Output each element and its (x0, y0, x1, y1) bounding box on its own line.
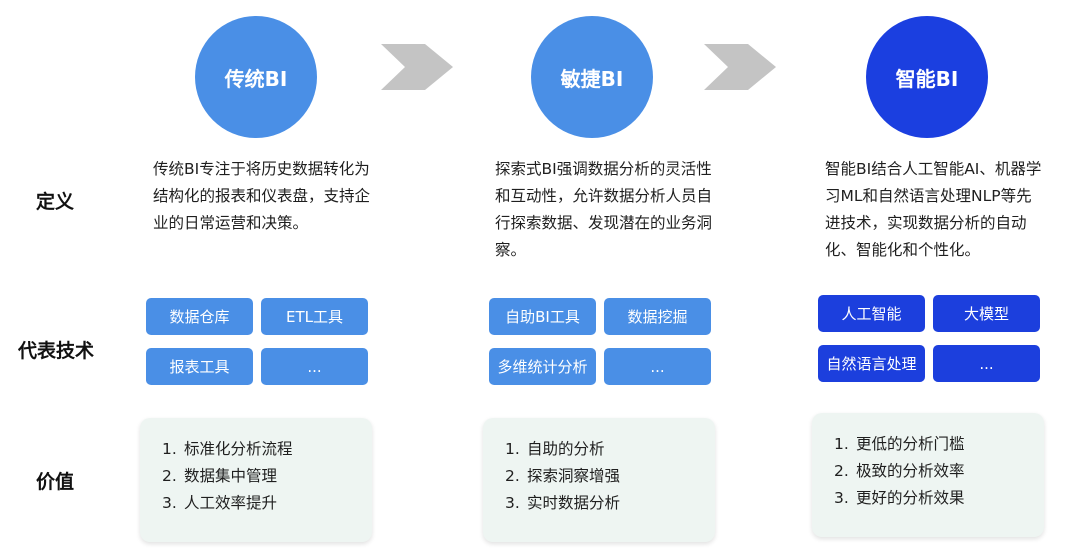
tech-tag-more: ... (604, 348, 711, 385)
definition-text: 探索式BI强调数据分析的灵活性和互动性，允许数据分析人员自行探索数据、发现潜在的… (495, 160, 713, 259)
tech-tag: 大模型 (933, 295, 1040, 332)
tech-tag: 人工智能 (818, 295, 925, 332)
list-item: 1.更低的分析门槛 (834, 435, 965, 453)
tech-tag: 数据挖掘 (604, 298, 711, 335)
tech-tag: 自助BI工具 (489, 298, 596, 335)
list-item: 3.人工效率提升 (162, 494, 278, 512)
value-box: 1.自助的分析 2.探索洞察增强 3.实时数据分析 (483, 418, 715, 542)
tech-tag: 自然语言处理 (818, 345, 925, 382)
list-item: 1.自助的分析 (505, 440, 605, 458)
value-list: 1.标准化分析流程 2.数据集中管理 3.人工效率提升 (162, 436, 293, 517)
stage-title: 传统BI (224, 66, 288, 91)
stage-circle-agile: 敏捷BI (531, 16, 653, 138)
value-box: 1.标准化分析流程 2.数据集中管理 3.人工效率提升 (140, 418, 372, 542)
tech-tag-more: ... (933, 345, 1040, 382)
stage-title: 智能BI (895, 66, 959, 91)
tech-tag: 报表工具 (146, 348, 253, 385)
definition-text: 智能BI结合人工智能AI、机器学习ML和自然语言处理NLP等先进技术，实现数据分… (825, 160, 1042, 259)
stage-circle-traditional: 传统BI (195, 16, 317, 138)
list-item: 3.实时数据分析 (505, 494, 621, 512)
value-list: 1.自助的分析 2.探索洞察增强 3.实时数据分析 (505, 436, 620, 517)
tech-tag: ETL工具 (261, 298, 368, 335)
row-label-technology: 代表技术 (18, 340, 95, 362)
list-item: 2.极致的分析效率 (834, 462, 965, 480)
stage-title: 敏捷BI (560, 66, 624, 91)
chevron-right-icon (381, 44, 453, 90)
tech-tag-more: ... (261, 348, 368, 385)
tech-tag: 数据仓库 (146, 298, 253, 335)
value-list: 1.更低的分析门槛 2.极致的分析效率 3.更好的分析效果 (834, 431, 965, 512)
row-label-definition: 定义 (36, 191, 75, 213)
value-box: 1.更低的分析门槛 2.极致的分析效率 3.更好的分析效果 (812, 413, 1044, 537)
list-item: 3.更好的分析效果 (834, 489, 965, 507)
definition-text: 传统BI专注于将历史数据转化为结构化的报表和仪表盘，支持企业的日常运营和决策。 (153, 160, 371, 232)
tech-tag: 多维统计分析 (489, 348, 596, 385)
list-item: 1.标准化分析流程 (162, 440, 293, 458)
list-item: 2.数据集中管理 (162, 467, 278, 485)
list-item: 2.探索洞察增强 (505, 467, 621, 485)
stage-circle-intelligent: 智能BI (866, 16, 988, 138)
row-label-value: 价值 (36, 471, 75, 493)
chevron-right-icon (704, 44, 776, 90)
